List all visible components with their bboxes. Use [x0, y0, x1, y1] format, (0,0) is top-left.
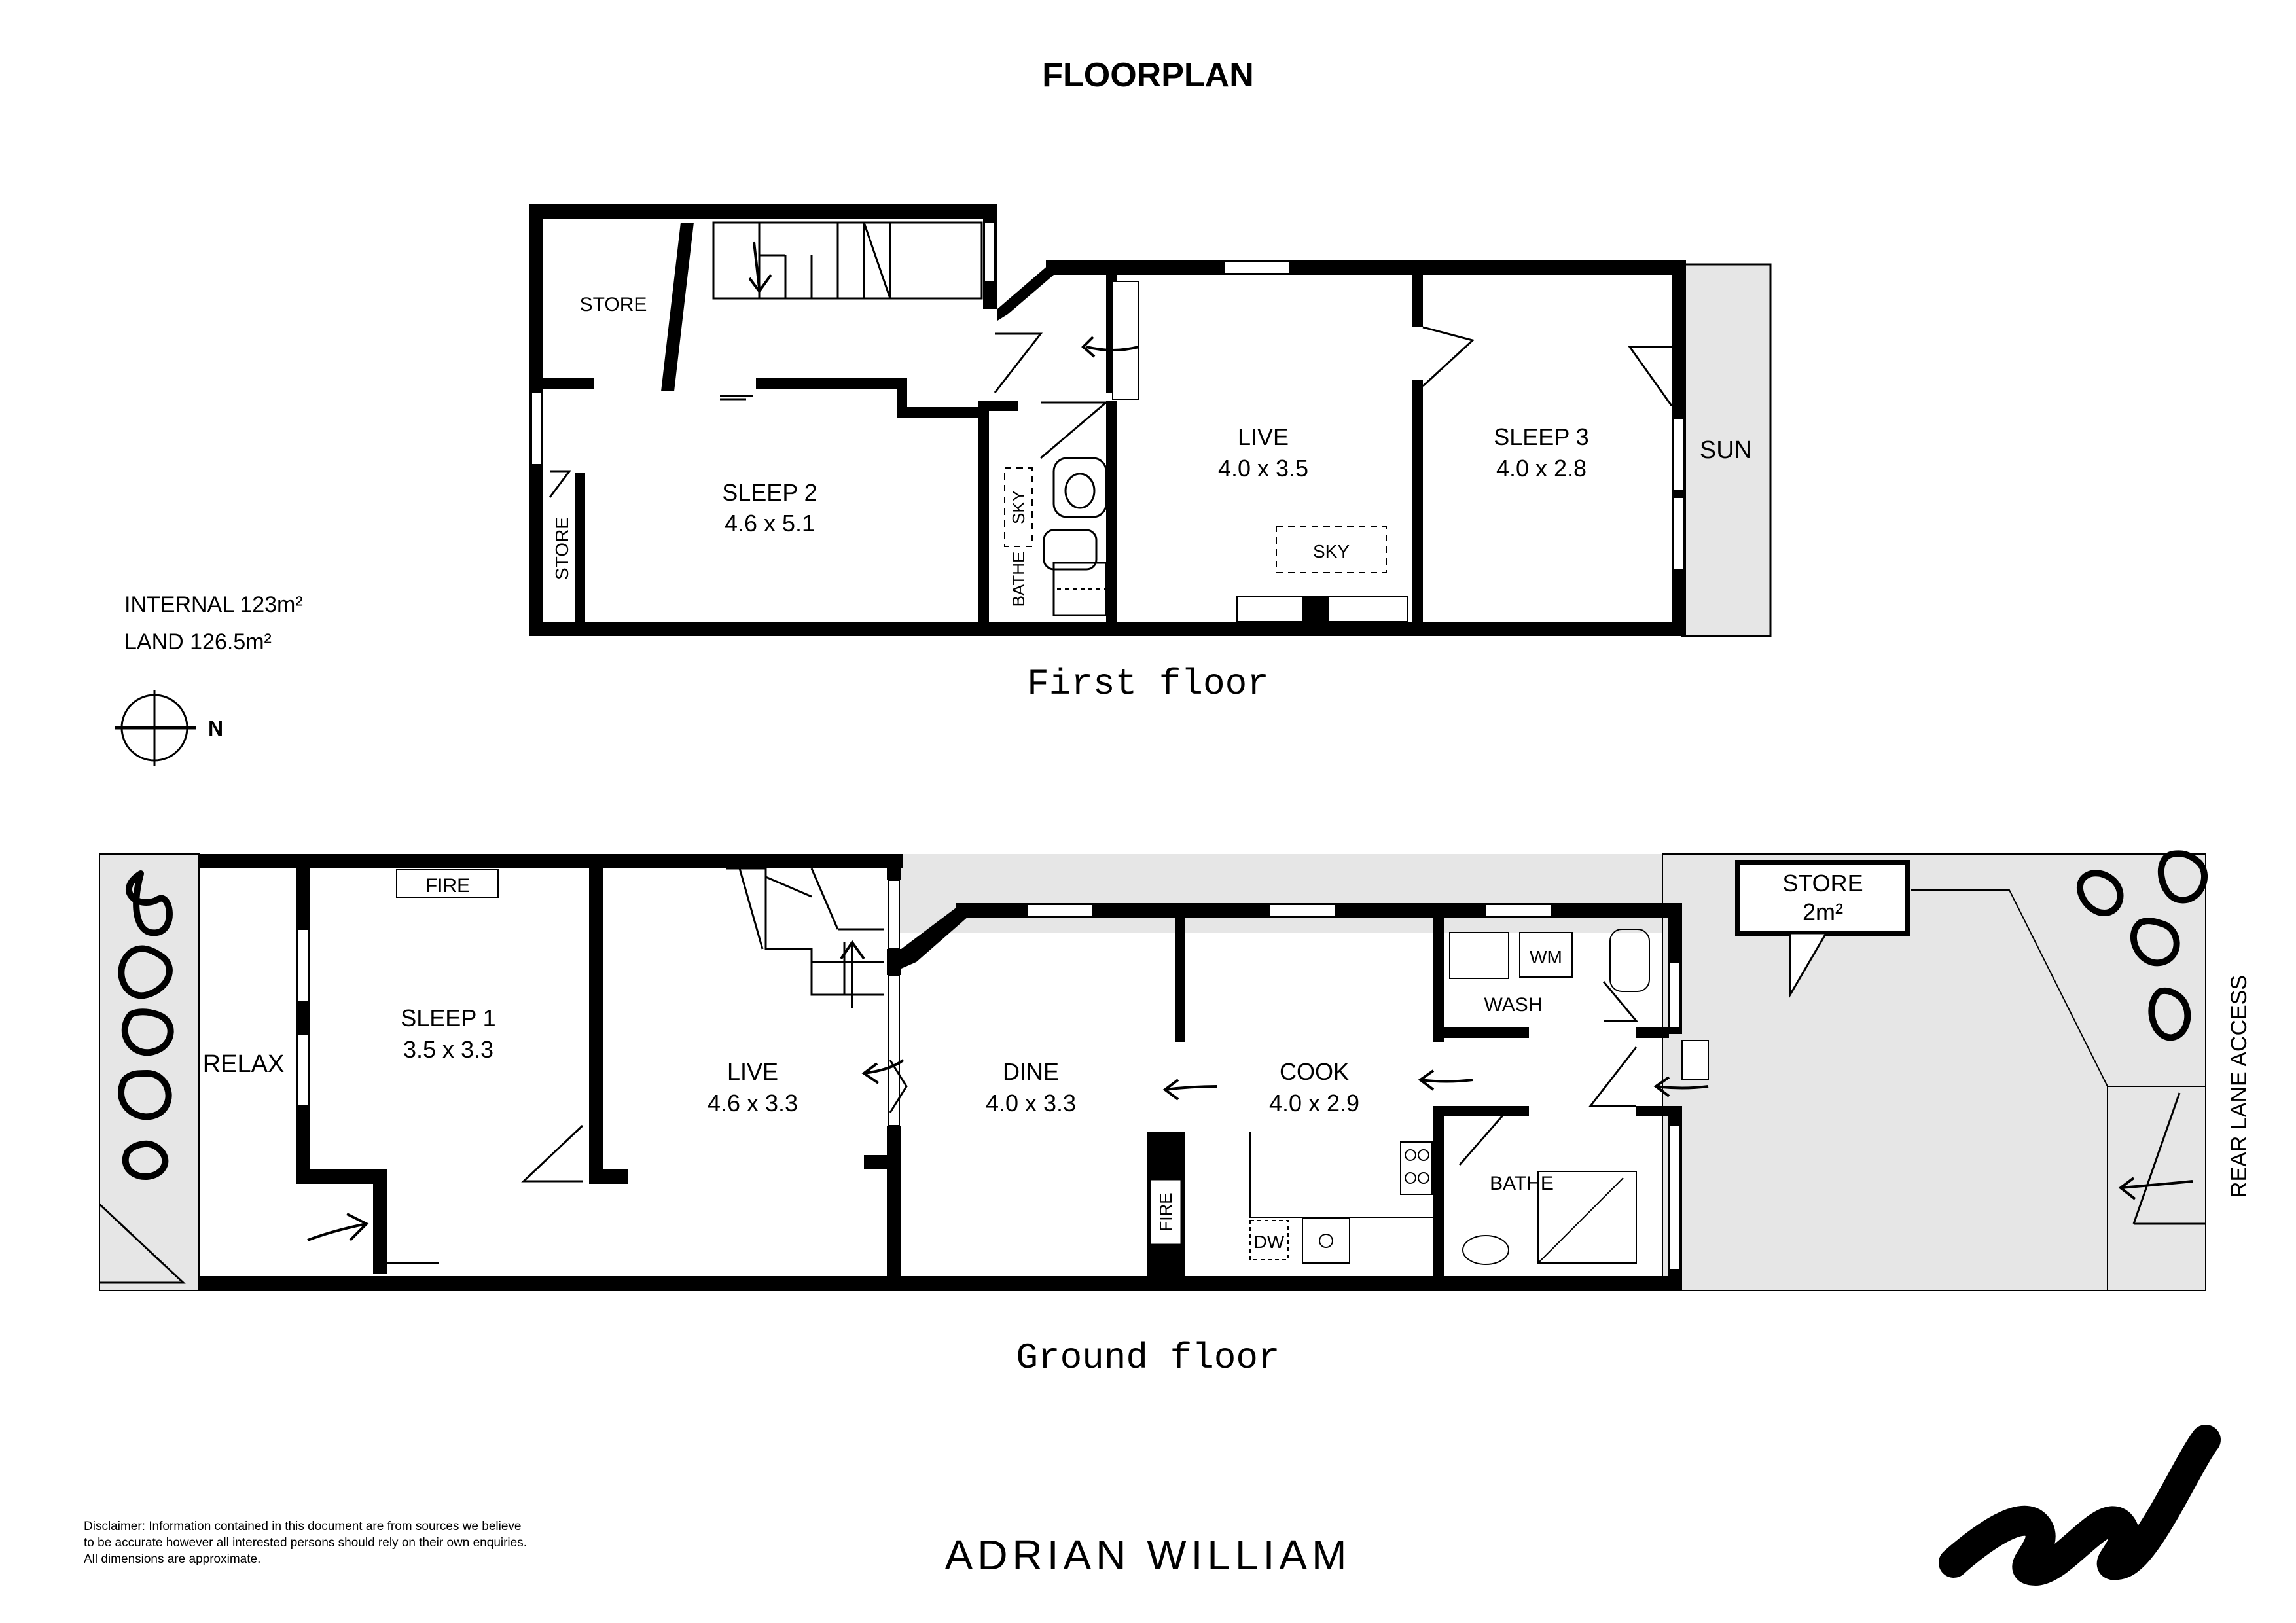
wm-label: WM [1530, 947, 1562, 967]
disclaimer-line: Disclaimer: Information contained in thi… [84, 1520, 522, 1533]
aw-logo-mark [1939, 1425, 2221, 1586]
dine-name: DINE [1003, 1058, 1059, 1085]
sleep3-dims: 4.0 x 2.8 [1496, 455, 1587, 482]
first-floor-caption: First floor [1027, 663, 1269, 705]
fire-sleep1-marker [396, 869, 499, 898]
compass-north-icon [115, 690, 196, 766]
wash-label: WASH [1484, 994, 1543, 1016]
cook-dims: 4.0 x 2.9 [1269, 1090, 1359, 1116]
live-first-name: LIVE [1238, 423, 1289, 450]
store-2m-box [1735, 860, 1910, 999]
page-title: FLOORPLAN [1042, 56, 1254, 94]
compass-label: N [208, 717, 223, 740]
dine-dims: 4.0 x 3.3 [986, 1090, 1076, 1116]
sky-live-label: SKY [1313, 541, 1350, 562]
sky-live-marker [1276, 526, 1387, 573]
sun-label: SUN [1700, 437, 1752, 464]
side-courtyard [897, 854, 1682, 933]
land-area: LAND 126.5m² [124, 630, 272, 654]
disclaimer: Disclaimer: Information contained in thi… [84, 1518, 647, 1567]
store-top-label: STORE [580, 294, 647, 315]
sleep3-name: SLEEP 3 [1494, 423, 1588, 450]
sleep1-name: SLEEP 1 [401, 1005, 495, 1031]
sleep2-name: SLEEP 2 [722, 479, 817, 506]
first-floor-walls [529, 204, 1686, 636]
disclaimer-line: to be accurate however all interested pe… [84, 1536, 527, 1550]
dw-label: DW [1254, 1232, 1285, 1252]
first-floor-windows [531, 222, 1685, 570]
brand-name: ADRIAN WILLIAM [945, 1531, 1352, 1578]
store-side-label: STORE [552, 517, 572, 580]
relax-label: RELAX [203, 1050, 285, 1078]
ground-floor-stairs [726, 867, 884, 1008]
first-floor-doors [548, 326, 1673, 498]
store-name-label: STORE [1782, 870, 1863, 897]
fireplace-hearth [1236, 596, 1408, 622]
sky-bath-marker [1004, 467, 1033, 547]
shrub-icons [118, 850, 2208, 1181]
live-ground-dims: 4.6 x 3.3 [708, 1090, 798, 1116]
fire-sleep1-label: FIRE [425, 875, 470, 897]
cook-name: COOK [1280, 1058, 1349, 1085]
ground-floor-doors [98, 981, 2206, 1284]
rear-deck-outline [1911, 889, 2108, 1291]
first-floor-stairs [712, 221, 983, 300]
sky-bath-label: SKY [1009, 490, 1028, 524]
live-ground-name: LIVE [727, 1058, 778, 1085]
live-first-dims: 4.0 x 3.5 [1218, 455, 1308, 482]
first-floor-bath-fixtures [1043, 457, 1107, 616]
kitchen-fixtures [1249, 1132, 1433, 1264]
bathe-ground-label: BATHE [1490, 1173, 1554, 1194]
ground-floor-windows [297, 880, 1709, 1270]
ground-floor-caption: Ground floor [1016, 1337, 1280, 1379]
ground-floor-plan: RELAX FIRE SLEEP 1 3.5 x 3.3 LIVE 4.6 x … [98, 850, 2251, 1379]
fire-dine-box [1149, 1178, 1183, 1246]
sleep2-dims: 4.6 x 5.1 [725, 510, 815, 537]
disclaimer-line: All dimensions are approximate. [84, 1552, 261, 1566]
rear-lane-label: REAR LANE ACCESS [2227, 975, 2251, 1198]
store-area-label: 2m² [1803, 899, 1843, 925]
sun-deck [1681, 263, 1772, 637]
wet-area-fixtures [1449, 929, 1650, 1265]
internal-area: INTERNAL 123m² [124, 592, 303, 617]
sleep1-dims: 3.5 x 3.3 [403, 1036, 493, 1063]
bathe-first-label: BATHE [1009, 552, 1028, 607]
fire-dine-label: FIRE [1156, 1192, 1175, 1231]
first-floor-plan: STORE STORE SLEEP 2 4.6 x 5.1 BATHE SKY … [529, 204, 1772, 705]
